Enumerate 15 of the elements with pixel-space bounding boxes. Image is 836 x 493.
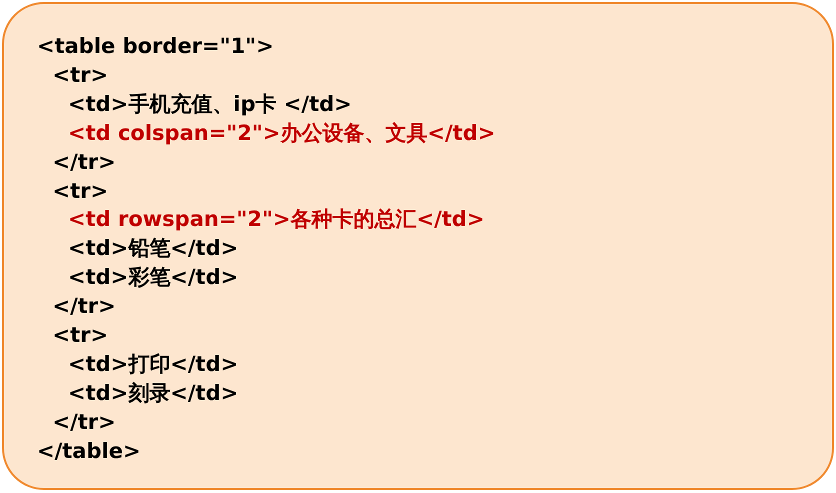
code-line: <td>彩笔</td> — [68, 264, 238, 290]
code-line: </tr> — [52, 148, 116, 175]
code-line: <tr> — [52, 178, 108, 204]
code-line: <td colspan="2">办公设备、文具</td> — [68, 120, 496, 146]
code-line: <td>刻录</td> — [68, 380, 238, 406]
code-line: <tr> — [52, 62, 108, 88]
code-line: <td>铅笔</td> — [68, 235, 238, 262]
code-line: </table> — [37, 438, 141, 464]
code-line: <tr> — [52, 322, 108, 348]
code-line: </tr> — [52, 293, 116, 320]
code-line: <td>手机充值、ip卡 </td> — [68, 90, 352, 117]
code-line: <table border="1"> — [37, 33, 274, 59]
code-line: </tr> — [52, 408, 116, 435]
code-line: <td>打印</td> — [68, 350, 238, 377]
code-line: <td rowspan="2">各种卡的总汇</td> — [68, 206, 484, 232]
